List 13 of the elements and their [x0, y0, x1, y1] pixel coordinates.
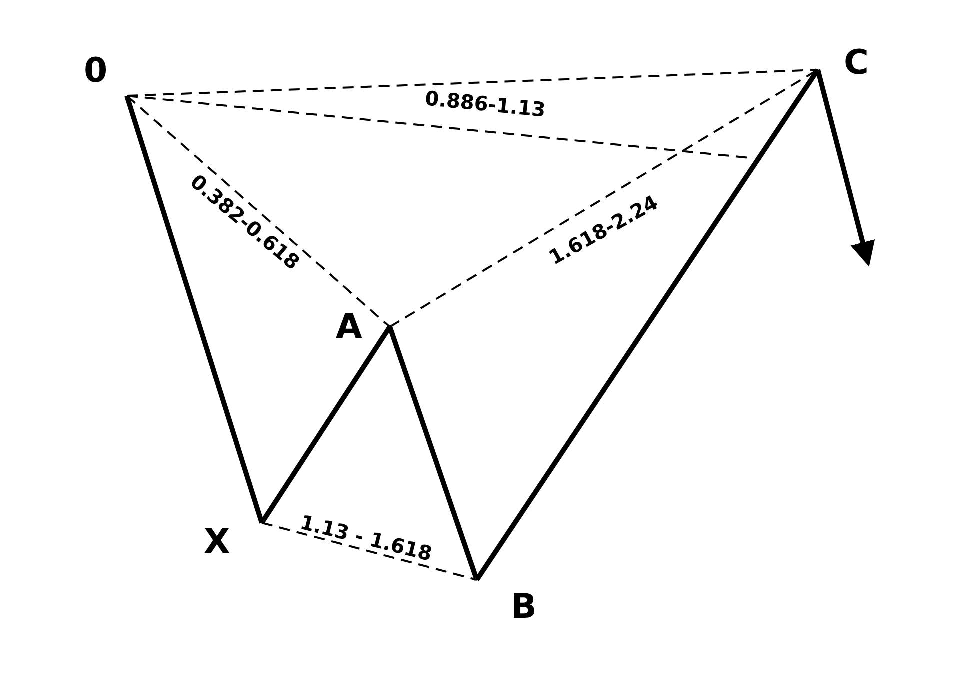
point-label: 0 [84, 54, 108, 88]
point-label: X [204, 525, 230, 559]
dashed-line [126, 69, 818, 97]
point-label: A [336, 310, 362, 344]
price-leg-line [124, 95, 264, 524]
arrow [816, 69, 876, 267]
ratio-label: 1.13 - 1.618 [298, 511, 434, 565]
point-label: B [511, 590, 537, 624]
dashed-line [126, 95, 391, 328]
dashed-line [262, 522, 478, 581]
ratio-label: 0.886-1.13 [424, 87, 546, 121]
point-label: C [844, 46, 869, 80]
price-leg-line [388, 326, 480, 581]
